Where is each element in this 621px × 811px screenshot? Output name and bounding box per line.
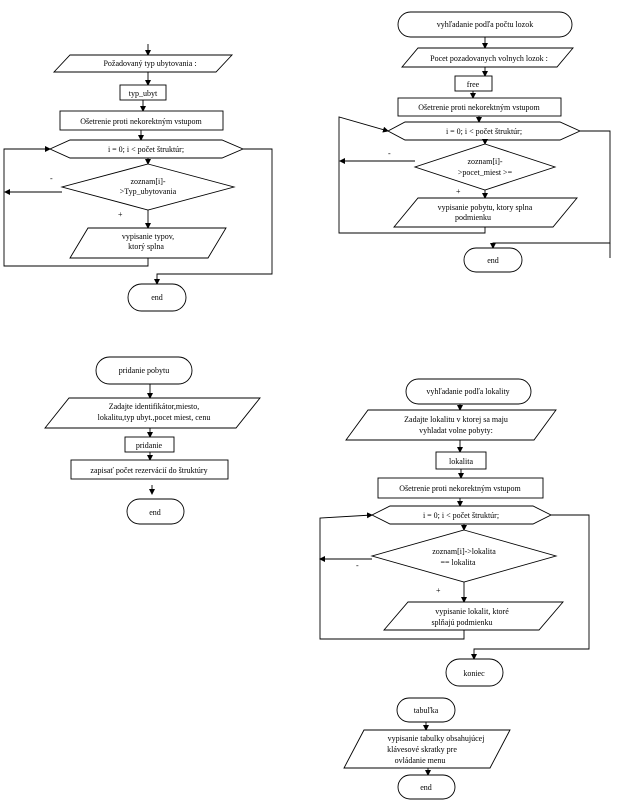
input-validation <box>59 110 224 131</box>
loop-back-connector <box>338 116 486 234</box>
condition-line-1: zoznam[i]- <box>467 157 502 166</box>
condition-line-2: == lokalita <box>440 558 475 567</box>
output-line-1: vypisanie lokalit, ktoré <box>435 607 509 616</box>
input-bed-count <box>401 47 574 68</box>
loop-exit-connector <box>490 130 611 249</box>
variable-pridanie-label: pridanie <box>136 441 163 450</box>
loop-structures-label: i = 0; i < počet štruktúr; <box>446 127 522 136</box>
start-label: vyhľadanie podľa počtu lozok <box>437 20 533 29</box>
branch-minus-label: - <box>356 561 359 570</box>
loop-structures-label: i = 0; i < počet štruktúr; <box>108 145 184 154</box>
input-validation <box>397 97 562 117</box>
branch-plus-label: + <box>436 586 441 595</box>
input-accommodation-type-label: Požadovaný typ ubytovania : <box>103 59 196 68</box>
variable-lokalita-label: lokalita <box>449 457 473 466</box>
variable-typ-ubyt-label: typ_ubyt <box>129 89 158 98</box>
loop-structures-label: i = 0; i < počet štruktúr; <box>423 511 499 520</box>
input-accommodation-type <box>52 54 234 73</box>
condition-line-1: zoznam[i]- <box>130 177 165 186</box>
start-terminal <box>95 356 193 385</box>
output-line-2: klávesové skratky pre <box>387 745 457 754</box>
input-bed-count-label: Pocet pozadovanych volnych lozok : <box>430 54 548 63</box>
output-line-1: vypisanie typov, <box>122 232 174 241</box>
output-matching-locations <box>383 601 564 631</box>
flowchart-shortcut-table: tabuľka vypisanie tabulky obsahujúcej kl… <box>343 697 511 800</box>
input-line-2: vyhladat volne pobyty: <box>419 426 493 435</box>
end-label: end <box>149 508 161 517</box>
input-validation <box>377 477 544 499</box>
end-label: end <box>487 256 499 265</box>
loop-exit-connector <box>471 514 590 660</box>
input-validation-label: Ošetrenie proti nekorektným vstupom <box>399 484 521 493</box>
input-validation-label: Ošetrenie proti nekorektným vstupom <box>80 117 202 126</box>
branch-minus-label: - <box>388 149 391 158</box>
end-label: koniec <box>463 669 485 678</box>
save-reservations <box>70 459 229 480</box>
save-reservations-label: zapisať počet rezervácií do štruktúry <box>90 466 207 475</box>
end-terminal <box>397 774 456 800</box>
end-label: end <box>420 783 432 792</box>
end-terminal <box>127 283 187 312</box>
input-location <box>345 409 557 441</box>
loop-back-connector <box>3 146 149 267</box>
flowchart-location-search: vyhľadanie podľa lokality Zadajte lokali… <box>319 378 590 687</box>
input-validation-label: Ošetrenie proti nekorektným vstupom <box>418 103 540 112</box>
output-line-1: vypisanie pobytu, ktory splna <box>438 203 533 212</box>
condition-location-match <box>370 529 558 583</box>
output-line-2: splňajú podmienku <box>431 618 492 627</box>
output-matching-types <box>69 227 227 259</box>
branch-plus-label: + <box>118 210 123 219</box>
condition-line-2: >pocet_miest >= <box>458 168 513 177</box>
condition-bed-count <box>413 143 557 191</box>
input-line-2: lokalitu,typ ubyt.,pocet miest, cenu <box>98 413 211 422</box>
variable-free <box>454 75 493 92</box>
end-label: end <box>151 293 163 302</box>
start-terminal <box>405 378 532 405</box>
branch-minus-label: - <box>50 174 53 183</box>
output-line-3: ovládanie menu <box>395 756 446 765</box>
end-terminal <box>463 247 523 273</box>
condition-line-2: >Typ_ubytovania <box>120 187 177 196</box>
flowchart-add-stay: pridanie pobytu Zadajte identifikátor,mi… <box>44 356 261 525</box>
input-stay-details <box>44 397 261 429</box>
end-terminal <box>126 498 185 525</box>
end-terminal <box>445 658 504 687</box>
variable-free-label: free <box>467 80 480 89</box>
input-line-1: Zadajte identifikátor,miesto, <box>109 402 200 411</box>
start-label: tabuľka <box>414 706 439 715</box>
output-line-2: podmienku <box>455 213 491 222</box>
input-line-1: Zadajte lokalitu v ktorej sa maju <box>404 415 508 424</box>
output-matching-stays <box>393 197 578 228</box>
output-line-1: vypisanie tabulky obsahujúcej <box>388 734 485 743</box>
output-line-2: ktorý splna <box>128 242 164 251</box>
branch-plus-label: + <box>456 187 461 196</box>
start-label: vyhľadanie podľa lokality <box>426 387 509 396</box>
output-shortcut-table <box>343 729 511 769</box>
flowchart-bed-count-search: vyhľadanie podľa počtu lozok Pocet pozad… <box>338 11 611 273</box>
loop-exit-connector <box>154 148 273 285</box>
condition-line-1: zoznam[i]->lokalita <box>432 547 496 556</box>
loop-back-connector <box>319 512 465 640</box>
variable-pridanie <box>124 436 175 453</box>
flowchart-accommodation-type: Požadovaný typ ubytovania : typ_ubyt Oše… <box>3 44 273 312</box>
start-label: pridanie pobytu <box>119 366 169 375</box>
